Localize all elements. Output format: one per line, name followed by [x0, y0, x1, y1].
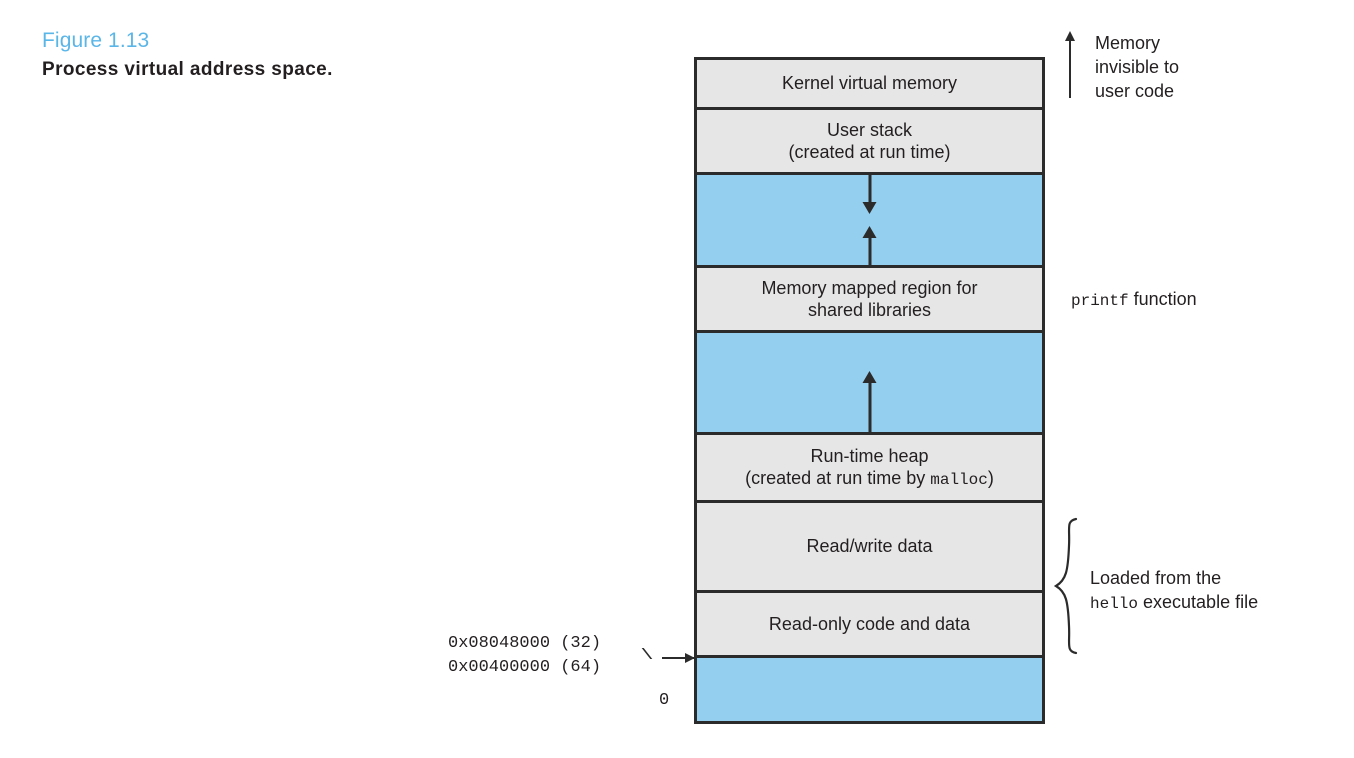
malloc-code-text: malloc — [930, 471, 988, 490]
memory-block-label-line1: Memory mapped region for — [761, 277, 978, 298]
address-labels: 0x08048000 (32) 0x00400000 (64) — [448, 632, 601, 680]
memory-block-label-line1: Run-time heap — [810, 445, 929, 466]
memory-block-label-line1: User stack — [826, 119, 913, 140]
memory-block-label-line2: shared libraries — [807, 300, 932, 320]
annotation-line2-rest: executable file — [1138, 591, 1259, 612]
annotation-line2: hello executable file — [1090, 591, 1320, 615]
memory-block-low-unmapped — [697, 658, 1042, 721]
memory-block-read-only-code-and-data: Read-only code and data — [697, 593, 1042, 658]
annotation-line2: invisible to — [1095, 56, 1180, 77]
stack-grows-down-arrow-icon — [868, 175, 871, 203]
annotation-line1: Memory — [1095, 33, 1161, 53]
address-pointer-arrow-icon — [662, 657, 694, 659]
figure-title: Process virtual address space. — [42, 59, 333, 81]
kernel-region-up-arrow-icon — [1069, 40, 1071, 98]
annotation-line1: Loaded from the — [1090, 568, 1222, 588]
memory-block-label: Kernel virtual memory — [781, 73, 958, 94]
printf-note-rest: function — [1128, 289, 1197, 309]
memory-block-user-stack: User stack (created at run time) — [697, 110, 1042, 175]
loaded-from-brace-icon — [1053, 517, 1078, 655]
memory-block-stack-gap — [697, 175, 1042, 268]
memory-block-run-time-heap: Run-time heap (created at run time by ma… — [697, 435, 1042, 503]
figure-caption: Figure 1.13 Process virtual address spac… — [42, 28, 342, 83]
memory-block-read-write-data: Read/write data — [697, 503, 1042, 593]
memory-block-kernel-virtual-memory: Kernel virtual memory — [697, 60, 1042, 110]
memory-block-label-line2: (created at run time) — [788, 142, 951, 162]
hello-code-text: hello — [1090, 594, 1139, 613]
annotation-memory-invisible-to-user-code: Memory invisible to user code — [1095, 32, 1275, 103]
address-label-64bit: 0x00400000 (64) — [448, 658, 602, 678]
memory-block-label: Read-only code and data — [768, 613, 971, 634]
mmap-grows-up-arrow-icon — [868, 237, 871, 265]
memory-block-label: Memory mapped region for shared librarie… — [753, 277, 985, 322]
annotation-line3: user code — [1095, 80, 1175, 101]
address-label-32bit: 0x08048000 (32) — [448, 634, 602, 653]
annotation-loaded-from-hello-executable: Loaded from the hello executable file — [1090, 567, 1320, 615]
memory-block-label: User stack (created at run time) — [780, 119, 958, 164]
memory-block-heap-gap — [697, 333, 1042, 435]
figure-number: Figure 1.13 — [42, 29, 150, 52]
printf-code-text: printf — [1071, 292, 1129, 310]
memory-block-memory-mapped-region: Memory mapped region for shared librarie… — [697, 268, 1042, 333]
annotation-printf-function: printf function — [1071, 288, 1291, 312]
memory-block-label: Run-time heap (created at run time by ma… — [737, 445, 1002, 491]
memory-block-label: Read/write data — [806, 536, 933, 557]
heap-text-pre: (created at run time by — [745, 468, 931, 489]
heap-grows-up-arrow-icon — [868, 382, 871, 432]
memory-block-label-line2: (created at run time by malloc) — [745, 468, 994, 490]
address-label-zero: 0 — [659, 691, 670, 710]
heap-text-post: ) — [987, 468, 994, 489]
process-virtual-address-space-diagram: Kernel virtual memory User stack (create… — [694, 57, 1045, 724]
